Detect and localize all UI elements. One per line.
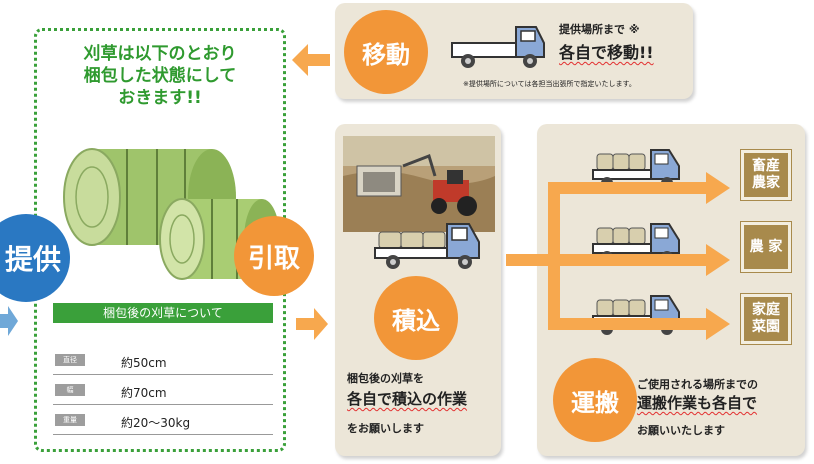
move-note: ※提供場所については各担当出張所で指定いたします。 (463, 80, 636, 88)
move-badge: 移動 (344, 10, 428, 94)
load-panel: 梱包後の刈草を 各自で積込の作業 をお願いします (335, 124, 501, 456)
transport-text-line2: 運搬作業も各自で (637, 394, 758, 412)
truck-icon (451, 26, 545, 68)
load-text-line2: 各自で積込の作業 (347, 390, 468, 408)
spec-title-bar: 梱包後の刈草について (53, 303, 273, 323)
spec-row-width: 幅 約70cm (53, 379, 273, 405)
spec-row-weight: 重量 約20〜30kg (53, 409, 273, 435)
move-text-line1: 提供場所まで ※ (559, 23, 640, 36)
branch-arrows (506, 172, 730, 340)
spec-label: 重量 (55, 414, 85, 426)
arrow-left-icon (292, 44, 330, 76)
load-text-line1: 梱包後の刈草を (347, 372, 424, 385)
destination-home-garden: 家庭 菜園 (740, 293, 792, 345)
transport-text-line3: お願いいたします (637, 424, 725, 437)
spec-value: 約70cm (121, 386, 167, 400)
bale-heading: 刈草は以下のとおり 梱包した状態にして おきます!! (83, 44, 237, 108)
arrow-right-icon (296, 308, 328, 340)
transport-panel: 畜産 農家 農 家 家庭 菜園 ご使 (537, 124, 805, 456)
spec-value: 約20〜30kg (121, 416, 191, 430)
spec-value: 約50cm (121, 356, 167, 370)
provide-badge: 提供 (0, 214, 70, 302)
spec-label: 直径 (55, 354, 85, 366)
spec-label: 幅 (55, 384, 85, 396)
transport-text-line1: ご使用される場所までの (637, 378, 758, 391)
spec-row-diameter: 直径 約50cm (53, 349, 273, 375)
destination-farm: 農 家 (740, 221, 792, 273)
load-text-line3: をお願いします (347, 422, 424, 435)
transport-badge: 運搬 (553, 358, 637, 442)
tractor-loading-photo (343, 136, 495, 232)
pickup-badge: 引取 (234, 216, 314, 296)
left-arrow-icon (0, 306, 18, 336)
load-badge: 積込 (374, 276, 458, 360)
move-text-line2: 各自で移動!! (559, 43, 654, 62)
loaded-truck-icon (374, 223, 480, 269)
destination-livestock-farm: 畜産 農家 (740, 149, 792, 201)
